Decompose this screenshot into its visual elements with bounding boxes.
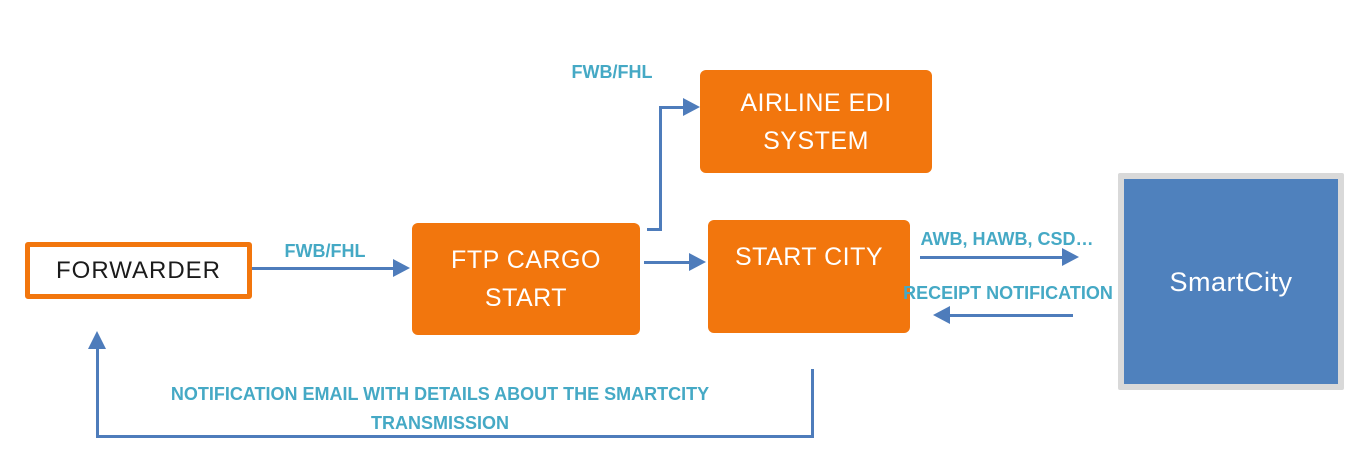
arrow-ftp-to-startcity-line xyxy=(644,261,690,264)
arrow-startcity-to-forwarder-head-icon xyxy=(88,331,106,349)
edge-label-fwb-fhl-airline: FWB/FHL xyxy=(571,62,653,82)
arrow-ftp-to-airline-vertical-segment xyxy=(659,107,662,231)
airline-edi-label-line2: SYSTEM xyxy=(763,126,869,155)
edge-label-notification-email-line2: TRANSMISSION xyxy=(370,413,509,433)
airline-edi-label-line1: AIRLINE EDI xyxy=(740,88,892,117)
arrow-smartcity-to-startcity-head-icon xyxy=(933,306,950,324)
ftp-cargo-start-label-line2: START xyxy=(484,284,568,312)
arrow-startcity-to-forwarder-right-vertical-segment xyxy=(811,369,814,437)
arrow-ftp-to-airline-head-icon xyxy=(683,98,700,116)
arrow-startcity-to-smartcity-line xyxy=(920,256,1064,259)
ftp-cargo-start-node: FTP CARGO START xyxy=(412,223,640,335)
edge-label-notification-email-line1: NOTIFICATION EMAIL WITH DETAILS ABOUT TH… xyxy=(170,384,710,404)
start-city-node: START CITY xyxy=(708,220,910,333)
forwarder-node: FORWARDER xyxy=(25,242,252,299)
arrow-forwarder-to-ftp-head-icon xyxy=(393,259,410,277)
smartcity-node: SmartCity xyxy=(1118,173,1344,390)
arrow-startcity-to-forwarder-bottom-segment xyxy=(96,435,814,438)
ftp-cargo-start-label-line1: FTP CARGO xyxy=(451,246,601,274)
arrow-forwarder-to-ftp-line xyxy=(252,267,394,270)
arrow-ftp-to-startcity-head-icon xyxy=(689,253,706,271)
arrow-startcity-to-forwarder-left-vertical-segment xyxy=(96,348,99,438)
edge-label-awb-hawb-csd: AWB, HAWB, CSD… xyxy=(920,229,1094,249)
forwarder-label: FORWARDER xyxy=(56,256,221,284)
arrow-smartcity-to-startcity-line xyxy=(949,314,1073,317)
arrow-ftp-to-airline-foot-segment xyxy=(647,228,661,231)
start-city-label: START CITY xyxy=(734,243,884,271)
edge-label-notification-email: NOTIFICATION EMAIL WITH DETAILS ABOUT TH… xyxy=(165,380,715,438)
arrow-startcity-to-smartcity-head-icon xyxy=(1062,248,1079,266)
smartcity-label: SmartCity xyxy=(1169,266,1293,297)
airline-edi-system-node: AIRLINE EDI SYSTEM xyxy=(700,70,932,173)
arrow-ftp-to-airline-top-segment xyxy=(659,106,685,109)
edge-label-receipt-notification: RECEIPT NOTIFICATION xyxy=(903,283,1113,303)
edge-label-fwb-fhl-forwarder: FWB/FHL xyxy=(284,241,366,261)
